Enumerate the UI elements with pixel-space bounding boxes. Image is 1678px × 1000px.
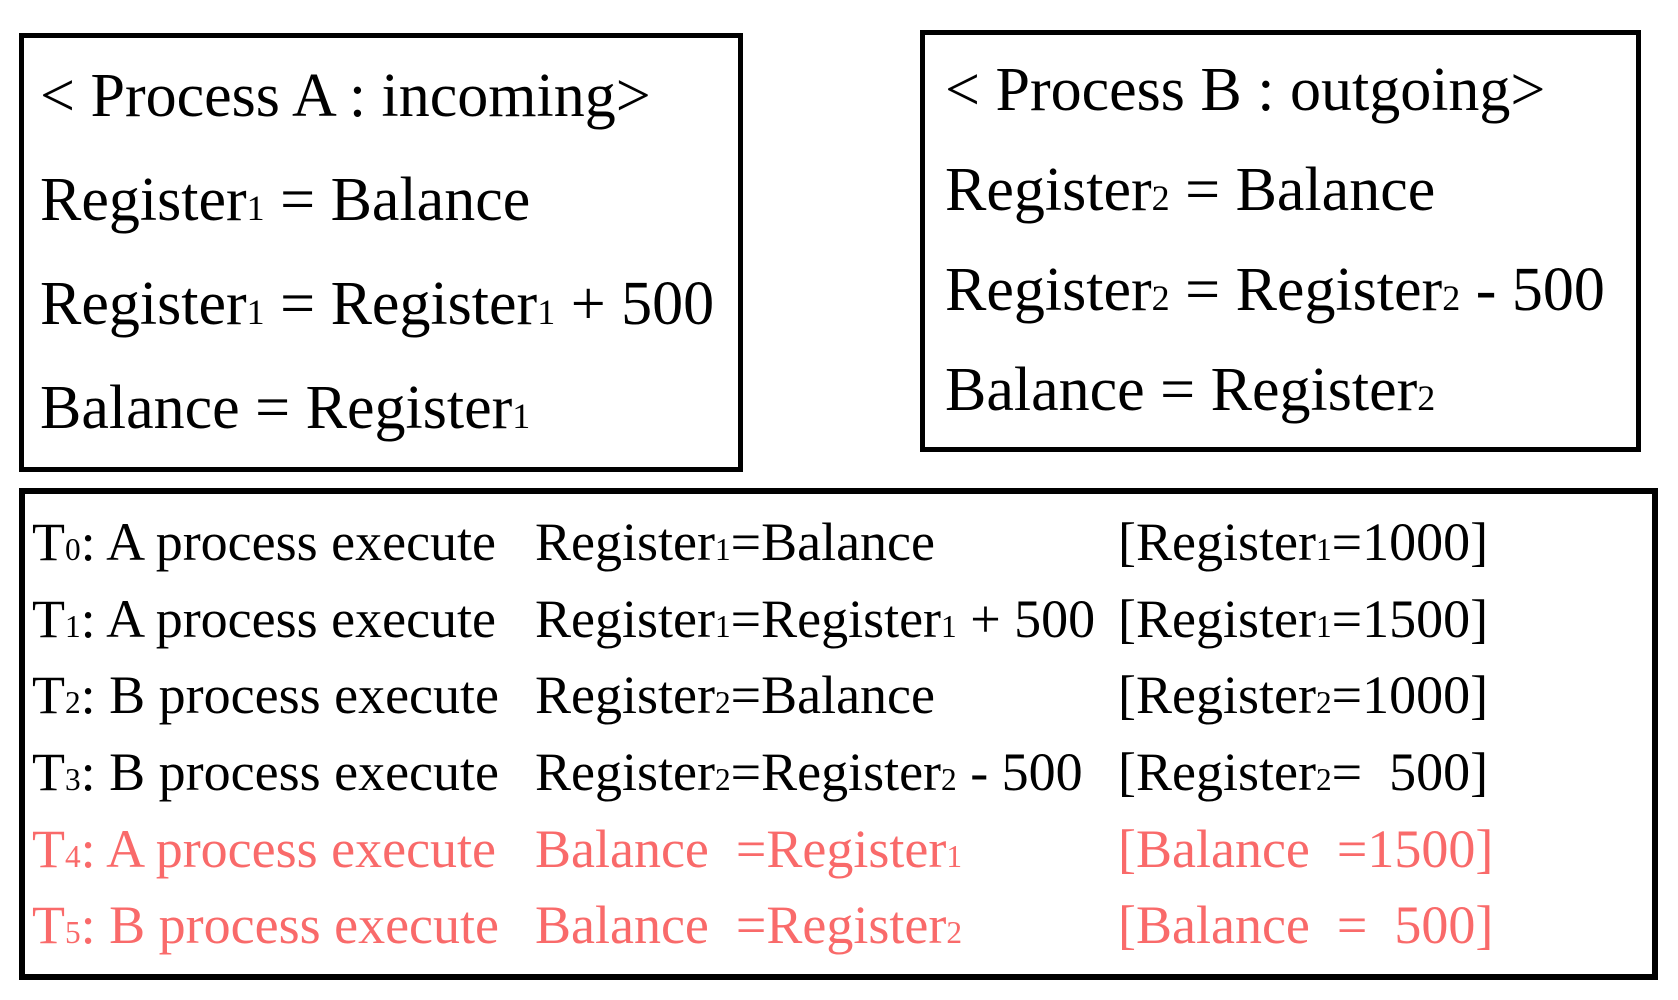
timeline-step-label: T4: A process execute — [32, 818, 497, 879]
execution-timeline-box: T0: A process execute Register1=Balance … — [19, 488, 1658, 980]
timeline-operation: Register1=Register1 + 500 — [535, 588, 1096, 649]
timeline-result: [Balance = 500] — [1118, 895, 1494, 956]
timeline-row: T2: B process execute Register2=Balance … — [25, 667, 1652, 724]
process-b-title: < Process B : outgoing> — [945, 56, 1546, 125]
timeline-operation: Balance =Register2 — [535, 895, 962, 956]
timeline-step-label: T0: A process execute — [32, 511, 497, 572]
timeline-operation: Register1=Balance — [535, 511, 935, 572]
timeline-row-race-condition: T5: B process execute Balance =Register2… — [25, 897, 1652, 954]
timeline-result: [Register2= 500] — [1118, 741, 1489, 802]
process-a-title: < Process A : incoming> — [40, 61, 651, 130]
process-b-statement: Balance = Register2 — [945, 356, 1436, 425]
process-a-statement: Register1 = Balance — [40, 165, 531, 234]
process-a-statement: Register1 = Register1 + 500 — [40, 270, 715, 339]
timeline-row: T0: A process execute Register1=Balance … — [25, 514, 1652, 571]
timeline-result: [Register1=1500] — [1118, 588, 1489, 649]
timeline-row: T1: A process execute Register1=Register… — [25, 588, 1652, 649]
process-a-statement: Balance = Register1 — [40, 374, 531, 443]
timeline-step-label: T2: B process execute — [32, 665, 499, 726]
process-b-statement: Register2 = Register2 - 500 — [945, 256, 1605, 325]
timeline-step-label: T1: A process execute — [32, 588, 497, 649]
timeline-operation: Balance =Register1 — [535, 818, 962, 879]
timeline-step-label: T3: B process execute — [32, 741, 499, 802]
timeline-operation: Register2=Register2 - 500 — [535, 741, 1083, 802]
timeline-operation: Register2=Balance — [535, 665, 935, 726]
process-b-statement: Register2 = Balance — [945, 156, 1436, 225]
timeline-result: [Register1=1000] — [1118, 511, 1489, 572]
timeline-step-label: T5: B process execute — [32, 895, 499, 956]
timeline-row-race-condition: T4: A process execute Balance =Register1… — [25, 818, 1652, 879]
process-b-box: < Process B : outgoing> Register2 = Bala… — [920, 30, 1641, 452]
timeline-result: [Register2=1000] — [1118, 665, 1489, 726]
timeline-row: T3: B process execute Register2=Register… — [25, 744, 1652, 801]
process-a-box: < Process A : incoming> Register1 = Bala… — [19, 33, 743, 472]
timeline-result: [Balance =1500] — [1118, 818, 1494, 879]
